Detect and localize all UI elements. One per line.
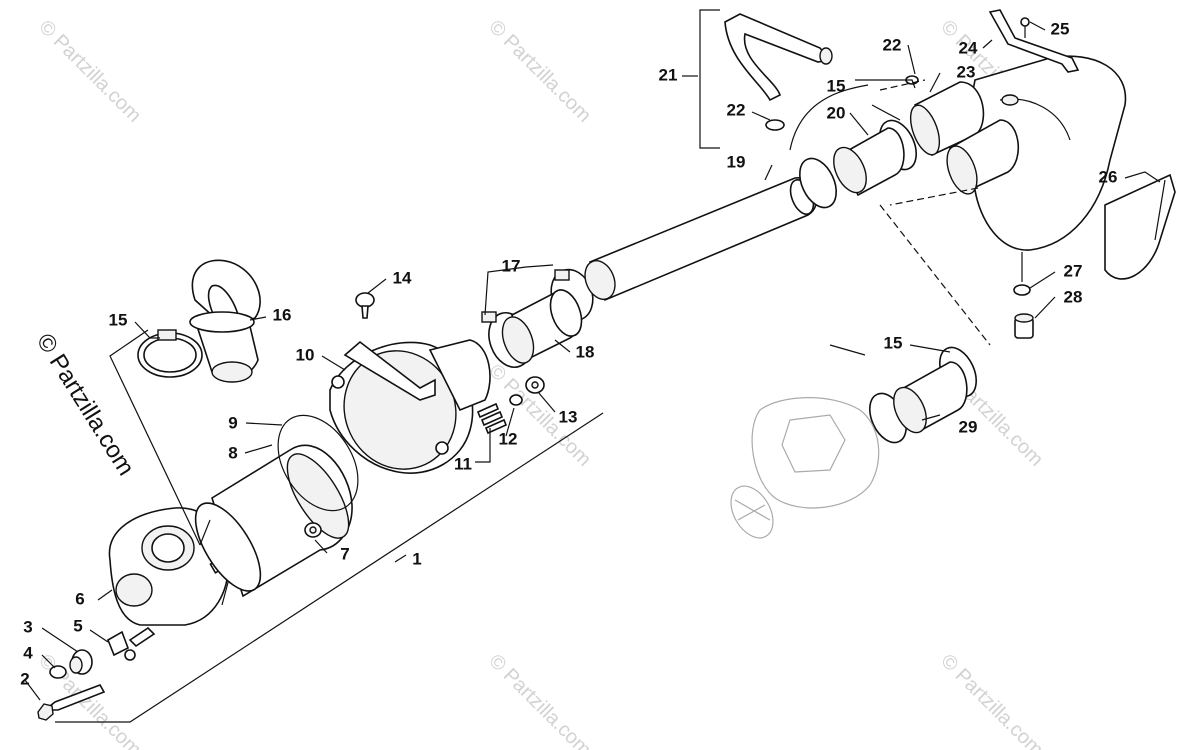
stud-rod [128,626,156,648]
intake-tube-19 [584,177,818,302]
callout-6[interactable]: 6 [75,589,84,608]
callout-labels: 1 2 3 4 5 6 7 8 9 10 11 12 13 14 15 15 1… [20,19,1117,688]
callout-17[interactable]: 17 [502,256,521,275]
clamp-27 [1013,284,1031,296]
grommet-3 [69,649,93,675]
hose-clamp-15-left [137,329,203,378]
callout-13[interactable]: 13 [559,407,578,426]
callout-20[interactable]: 20 [827,103,846,122]
watermark-br: © Partzilla.com [936,650,1047,750]
engine-ghost [730,397,880,539]
callout-21[interactable]: 21 [659,65,678,84]
callout-10[interactable]: 10 [296,345,315,364]
callout-28[interactable]: 28 [1064,287,1083,306]
intake-silencer-box-23 [909,55,1127,251]
watermark-side: © Partzilla.com [31,329,140,480]
callout-14[interactable]: 14 [393,268,412,287]
washer-4 [49,665,67,679]
clip-5 [106,630,136,661]
coupler-29 [893,361,968,434]
assembly-1-frame [55,412,604,723]
callout-22-lower[interactable]: 22 [727,100,746,119]
callout-19[interactable]: 19 [727,152,746,171]
nut-7 [304,522,322,538]
breather-tube-21 [699,9,833,149]
callout-12[interactable]: 12 [499,429,518,448]
callout-8[interactable]: 8 [228,443,237,462]
callout-4[interactable]: 4 [23,643,33,662]
callout-2[interactable]: 2 [20,669,29,688]
callout-15-left[interactable]: 15 [109,310,128,329]
callout-5[interactable]: 5 [73,616,82,635]
callout-16[interactable]: 16 [273,305,292,324]
callout-3[interactable]: 3 [23,617,32,636]
callout-22-upper[interactable]: 22 [883,35,902,54]
leader-lines [24,21,1161,701]
watermark-tl: © Partzilla.com [34,16,145,127]
callout-15-upper[interactable]: 15 [827,76,846,95]
elbow-duct-16 [189,259,261,383]
callout-7[interactable]: 7 [340,544,349,563]
callout-25[interactable]: 25 [1051,19,1070,38]
air-filter-8 [194,444,353,598]
callout-18[interactable]: 18 [576,342,595,361]
push-rivet-14 [355,292,375,319]
cap-22-lower [765,119,785,131]
callout-27[interactable]: 27 [1064,261,1083,280]
bolt-2 [37,684,106,721]
callout-23[interactable]: 23 [957,62,976,81]
callout-11[interactable]: 11 [454,454,472,473]
cover-26 [1104,173,1176,280]
watermark-tc: © Partzilla.com [484,16,595,127]
drain-cap-28 [1014,313,1034,339]
callout-26[interactable]: 26 [1099,167,1118,186]
watermark-bc: © Partzilla.com [484,650,595,750]
washer-12 [509,394,523,406]
callout-9[interactable]: 9 [228,413,237,432]
bracket-24 [988,9,1080,73]
coupler-boot-18 [501,289,583,364]
nut-13 [525,376,545,394]
callout-24[interactable]: 24 [959,38,978,57]
callout-15-right[interactable]: 15 [884,333,903,352]
assembly-connectors [879,79,991,346]
filter-cover-10 [329,339,491,474]
callout-1[interactable]: 1 [412,549,421,568]
screw-25 [1020,17,1030,38]
callout-29[interactable]: 29 [959,417,978,436]
filter-gasket-9 [277,414,359,512]
spring-11 [476,402,508,435]
boot-20 [833,127,905,197]
